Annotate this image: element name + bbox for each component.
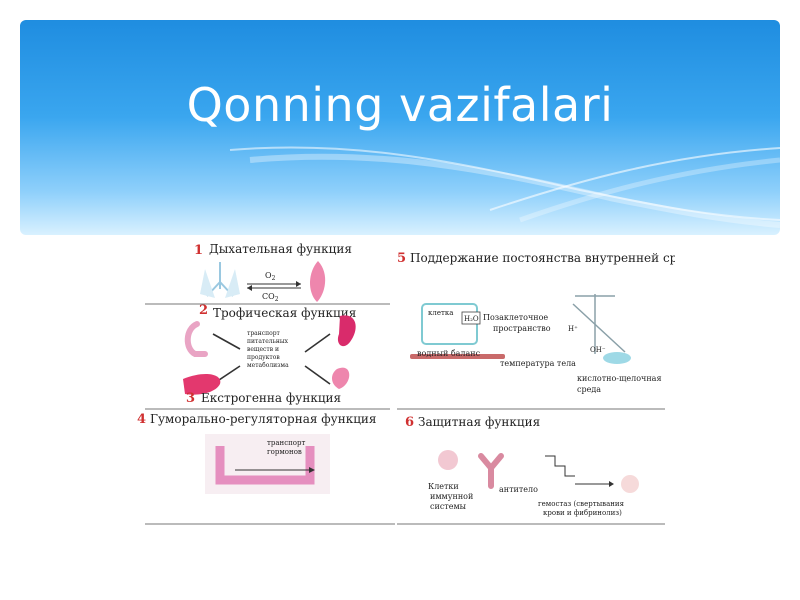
title-banner: Qonning vazifalari [20, 20, 780, 235]
f6-hemostasis-line-0: гемостаз (свертывания [538, 500, 625, 508]
tissue-icon [309, 261, 326, 302]
f5-cell: клетка [428, 309, 453, 317]
antibody-icon [478, 453, 504, 489]
f5-interstitial-line-0: Позаклеточное [483, 313, 548, 322]
beaker-icon [603, 352, 631, 364]
blood-functions-diagram: 1 Дыхательная функция O2 CO2 2 Трофическ… [137, 242, 675, 525]
f5-interstitial-line-1: пространство [493, 324, 551, 333]
f5-temp: температура тела [500, 359, 576, 368]
f5-label: Поддержание постоянства внутренней среды [410, 251, 675, 265]
f1-arrowhead-right [296, 281, 301, 287]
cascade-arrowhead [609, 481, 614, 487]
f2-center-line-1: питательных [247, 338, 289, 345]
f3-number: 3 [186, 391, 195, 406]
wave-decoration [229, 146, 780, 228]
f6-antibody: антитело [499, 485, 538, 494]
f4-transport-line-0: транспорт [267, 439, 305, 447]
cascade-arrows [545, 455, 610, 485]
f6-cells-line-1: иммунной [430, 492, 473, 501]
f1-label: Дыхательная функция [209, 242, 352, 256]
lungs-icon [200, 262, 240, 298]
f5-acidbase-line-1: среда [577, 385, 601, 394]
f1-co2: CO2 [262, 292, 279, 303]
balance-scale-icon [572, 294, 626, 354]
f2-center-line-0: транспорт [247, 330, 281, 337]
f5-hplus: H⁺ [568, 325, 578, 333]
h2o-box [461, 311, 481, 325]
f6-label: Защитная функция [418, 415, 540, 429]
f5-number: 5 [397, 251, 406, 266]
f6-cells-line-2: системы [430, 502, 467, 511]
f5-acidbase-line-0: кислотно-щелочная [577, 374, 662, 383]
kidney-icon [331, 367, 350, 389]
f2-label: Трофическая функция [213, 306, 356, 320]
vessel-loop [215, 446, 315, 485]
f5-h2o: H₂O [464, 315, 479, 323]
water-balance-bar [410, 354, 505, 359]
f2-center-line-2: веществ и [247, 346, 279, 353]
f1-arrowhead-left [247, 285, 252, 291]
stomach-icon [337, 315, 356, 347]
f6-hemostasis-line-1: крови и фибринолиз) [543, 509, 622, 517]
f1-o2: O2 [265, 271, 276, 282]
f6-number: 6 [405, 415, 414, 430]
liver-icon [183, 373, 221, 395]
hormone-arrowhead [309, 467, 315, 473]
f2-number: 2 [199, 303, 208, 318]
f5-ohminus: OH⁻ [590, 346, 606, 354]
clot-icon [621, 475, 639, 493]
f4-number: 4 [137, 412, 146, 427]
f6-cells-line-0: Клетки [428, 482, 459, 491]
f5-water: водный баланс [417, 349, 481, 358]
slide-title: Qonning vazifalari [186, 78, 614, 132]
f2-center-line-3: продуктов [247, 354, 280, 361]
intestine-icon [184, 321, 208, 357]
immune-cell-icon [438, 450, 458, 470]
f4-transport-line-1: гормонов [267, 448, 302, 456]
f1-number: 1 [194, 243, 203, 258]
f2-center-line-4: метаболизма [247, 362, 289, 369]
f3-label: Екстрогенна функция [201, 391, 341, 405]
f4-label: Гуморально-регуляторная функция [150, 412, 376, 426]
